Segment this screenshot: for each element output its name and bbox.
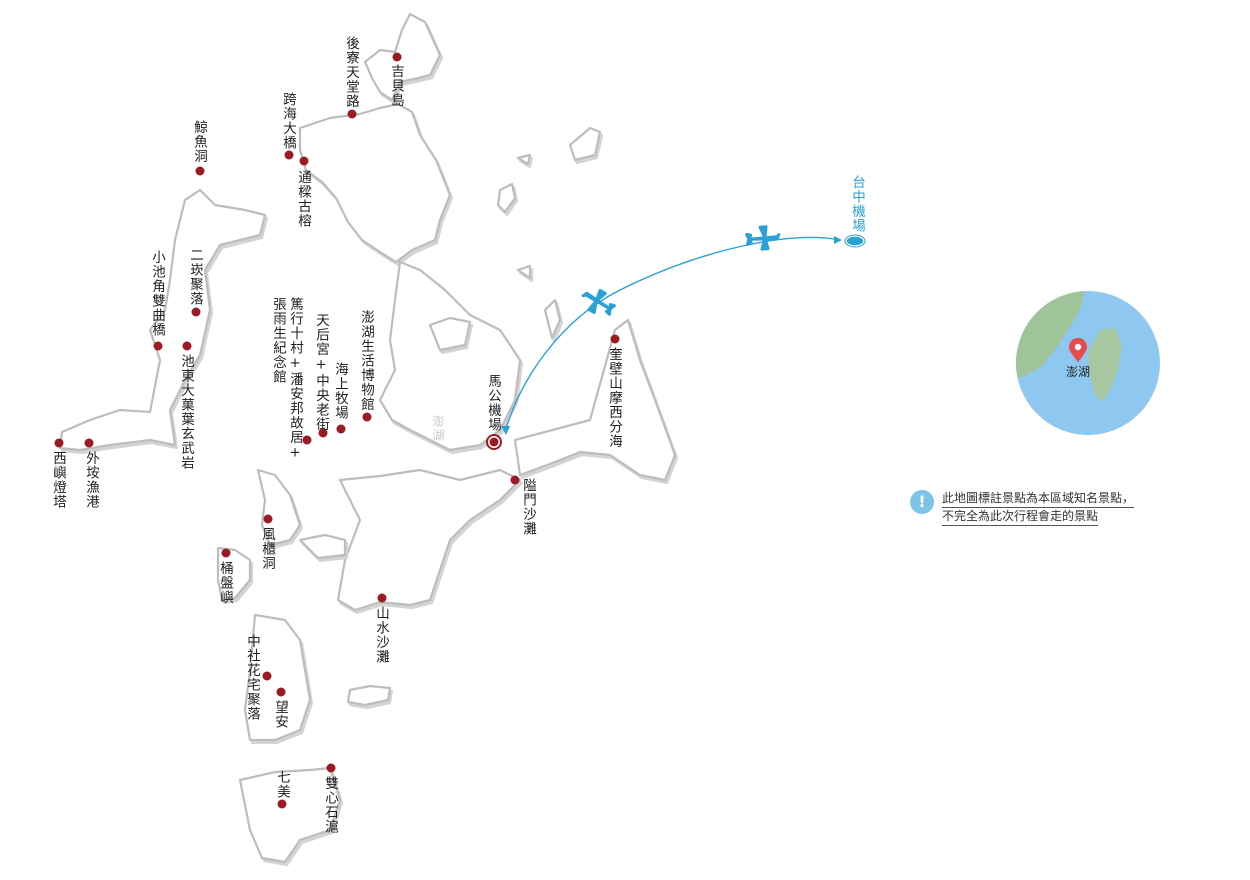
dot-jibei — [392, 52, 402, 62]
label-tongliang: 通樑古榕 — [295, 170, 311, 228]
label-fenggui: 風櫃洞 — [259, 527, 275, 571]
dot-wangan — [276, 687, 286, 697]
dot-duxing — [318, 428, 328, 438]
label-twin-heart: 雙心石滬 — [322, 776, 338, 834]
dot-twin-heart — [326, 763, 336, 773]
dot-erkan — [191, 307, 201, 317]
label-kuibi: 奎壁山摩西分海 — [606, 347, 622, 449]
taichung-airport-marker — [845, 235, 865, 247]
label-whale-cave: 鯨魚洞 — [191, 120, 207, 164]
dot-kuibi — [610, 334, 620, 344]
label-museum: 澎湖生活博物館 — [358, 310, 374, 412]
dot-waian — [84, 438, 94, 448]
dot-aimen — [510, 475, 520, 485]
dot-xiaochijiao — [153, 341, 163, 351]
airplane-icon-2 — [581, 288, 616, 316]
label-zhang: 張雨生紀念館 — [270, 297, 286, 384]
label-tianhou: 天后宮+中央老街 — [313, 313, 329, 432]
note-line-1: 此地圖標註景點為本區域知名景點， — [942, 490, 1135, 508]
label-wangan: 望安 — [272, 700, 288, 729]
dot-shanshui — [377, 593, 387, 603]
dot-zhang — [302, 435, 312, 445]
label-waian: 外垵漁港 — [83, 451, 99, 509]
dot-museum — [362, 412, 372, 422]
label-shanshui: 山水沙灘 — [373, 606, 389, 664]
info-icon: ! — [910, 490, 934, 514]
dot-chidong — [182, 341, 192, 351]
note-text: 此地圖標註景點為本區域知名景點， 不完全為此次行程會走的景點 — [942, 490, 1135, 526]
flight-route — [501, 236, 842, 435]
region-label: 澎湖 — [431, 415, 445, 443]
dot-lighthouse — [54, 438, 64, 448]
dot-tongliang — [299, 156, 309, 166]
dot-tianhou — [336, 424, 346, 434]
note-line-2: 不完全為此次行程會走的景點 — [942, 508, 1099, 526]
label-aimen: 隘門沙灘 — [520, 478, 536, 536]
dot-fenggui — [263, 514, 273, 524]
attraction-dots — [54, 52, 620, 809]
label-chidong: 池東大菓葉玄武岩 — [178, 354, 194, 470]
label-zhongshe: 中社花宅聚落 — [244, 634, 260, 721]
label-erkan: 二崁聚落 — [187, 248, 203, 306]
location-pin-icon — [1069, 338, 1087, 362]
label-qimei: 七美 — [274, 770, 290, 799]
label-ranch: 海上牧場 — [332, 362, 348, 420]
label-houliao: 後寮天堂路 — [343, 36, 359, 109]
inset-label: 澎湖 — [1066, 365, 1091, 379]
label-magong-airport: 馬公機場 — [485, 374, 501, 432]
dot-bridge — [284, 150, 294, 160]
dot-zhongshe — [262, 671, 272, 681]
dot-whale-cave — [195, 166, 205, 176]
dot-qimei — [277, 799, 287, 809]
label-taichung-airport: 台中機場 — [849, 175, 865, 233]
label-bridge: 跨海大橋 — [280, 92, 296, 150]
label-lighthouse: 西嶼燈塔 — [50, 451, 66, 509]
island-outlines — [58, 12, 677, 864]
dot-houliao — [347, 109, 357, 119]
dot-tongpan — [221, 548, 231, 558]
label-jibei: 吉貝島 — [388, 64, 404, 108]
label-xiaochijiao: 小池角雙曲橋 — [149, 250, 165, 337]
map-note: ! 此地圖標註景點為本區域知名景點， 不完全為此次行程會走的景點 — [910, 490, 1135, 526]
label-duxing: 篤行十村+潘安邦故居+ — [287, 297, 303, 462]
airplane-icon — [745, 225, 781, 251]
label-tongpan: 桶盤嶼 — [217, 561, 233, 605]
